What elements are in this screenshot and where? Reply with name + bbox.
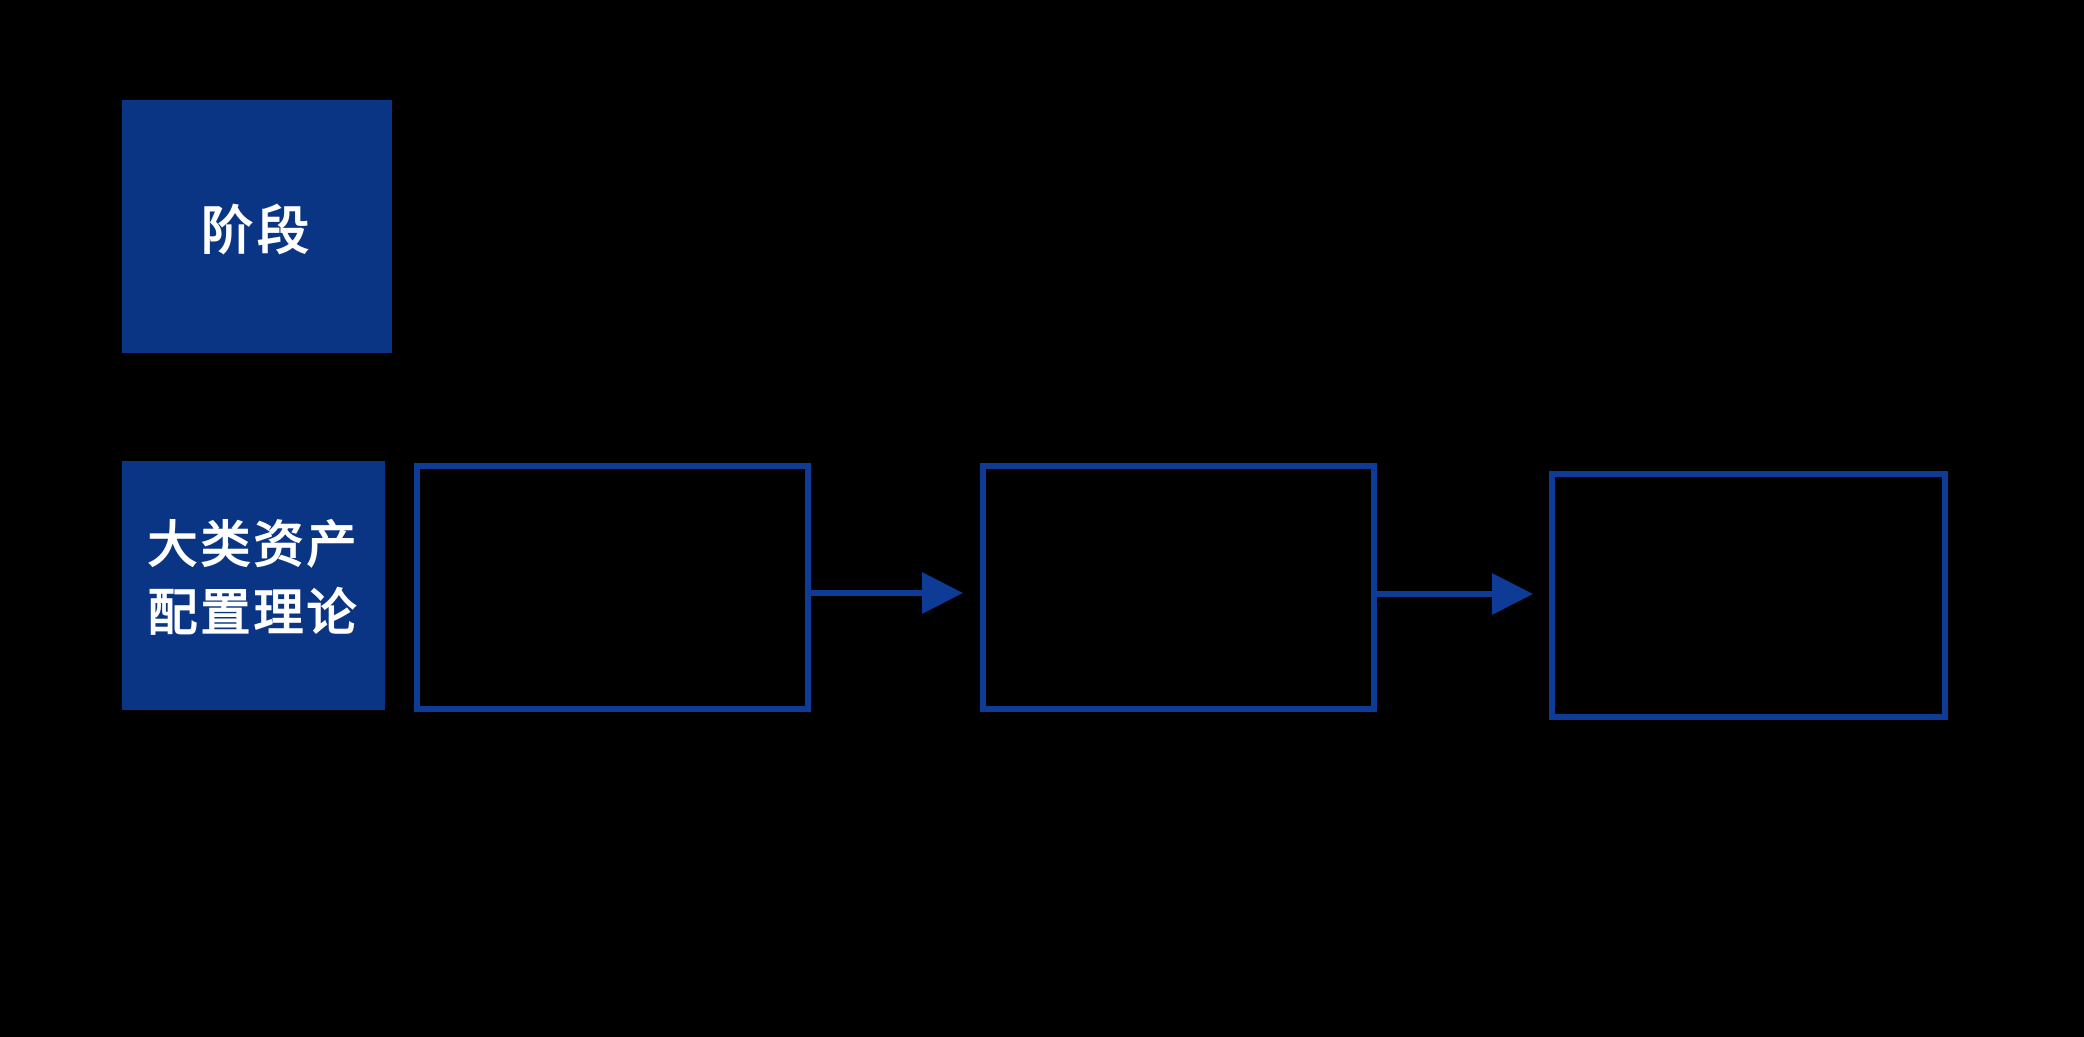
- arrow-head: [922, 572, 963, 614]
- flow-stage-box-2: [980, 463, 1377, 712]
- stage-header-box: 阶段: [122, 100, 392, 353]
- stage-header-label: 阶段: [200, 203, 313, 261]
- theory-row-label-box: 大类资产 配置理论: [122, 461, 385, 710]
- theory-row-label-line2: 配置理论: [147, 584, 360, 641]
- flow-stage-box-1: [414, 463, 811, 712]
- arrow-head: [1492, 573, 1533, 615]
- flow-stage-box-3: [1549, 471, 1948, 720]
- flow-arrow-2-right-icon: [1377, 573, 1533, 615]
- flow-arrow-1-right-icon: [811, 572, 963, 614]
- arrow-shaft: [1377, 591, 1492, 597]
- arrow-shaft: [811, 590, 922, 596]
- theory-row-label-line1: 大类资产: [147, 516, 360, 573]
